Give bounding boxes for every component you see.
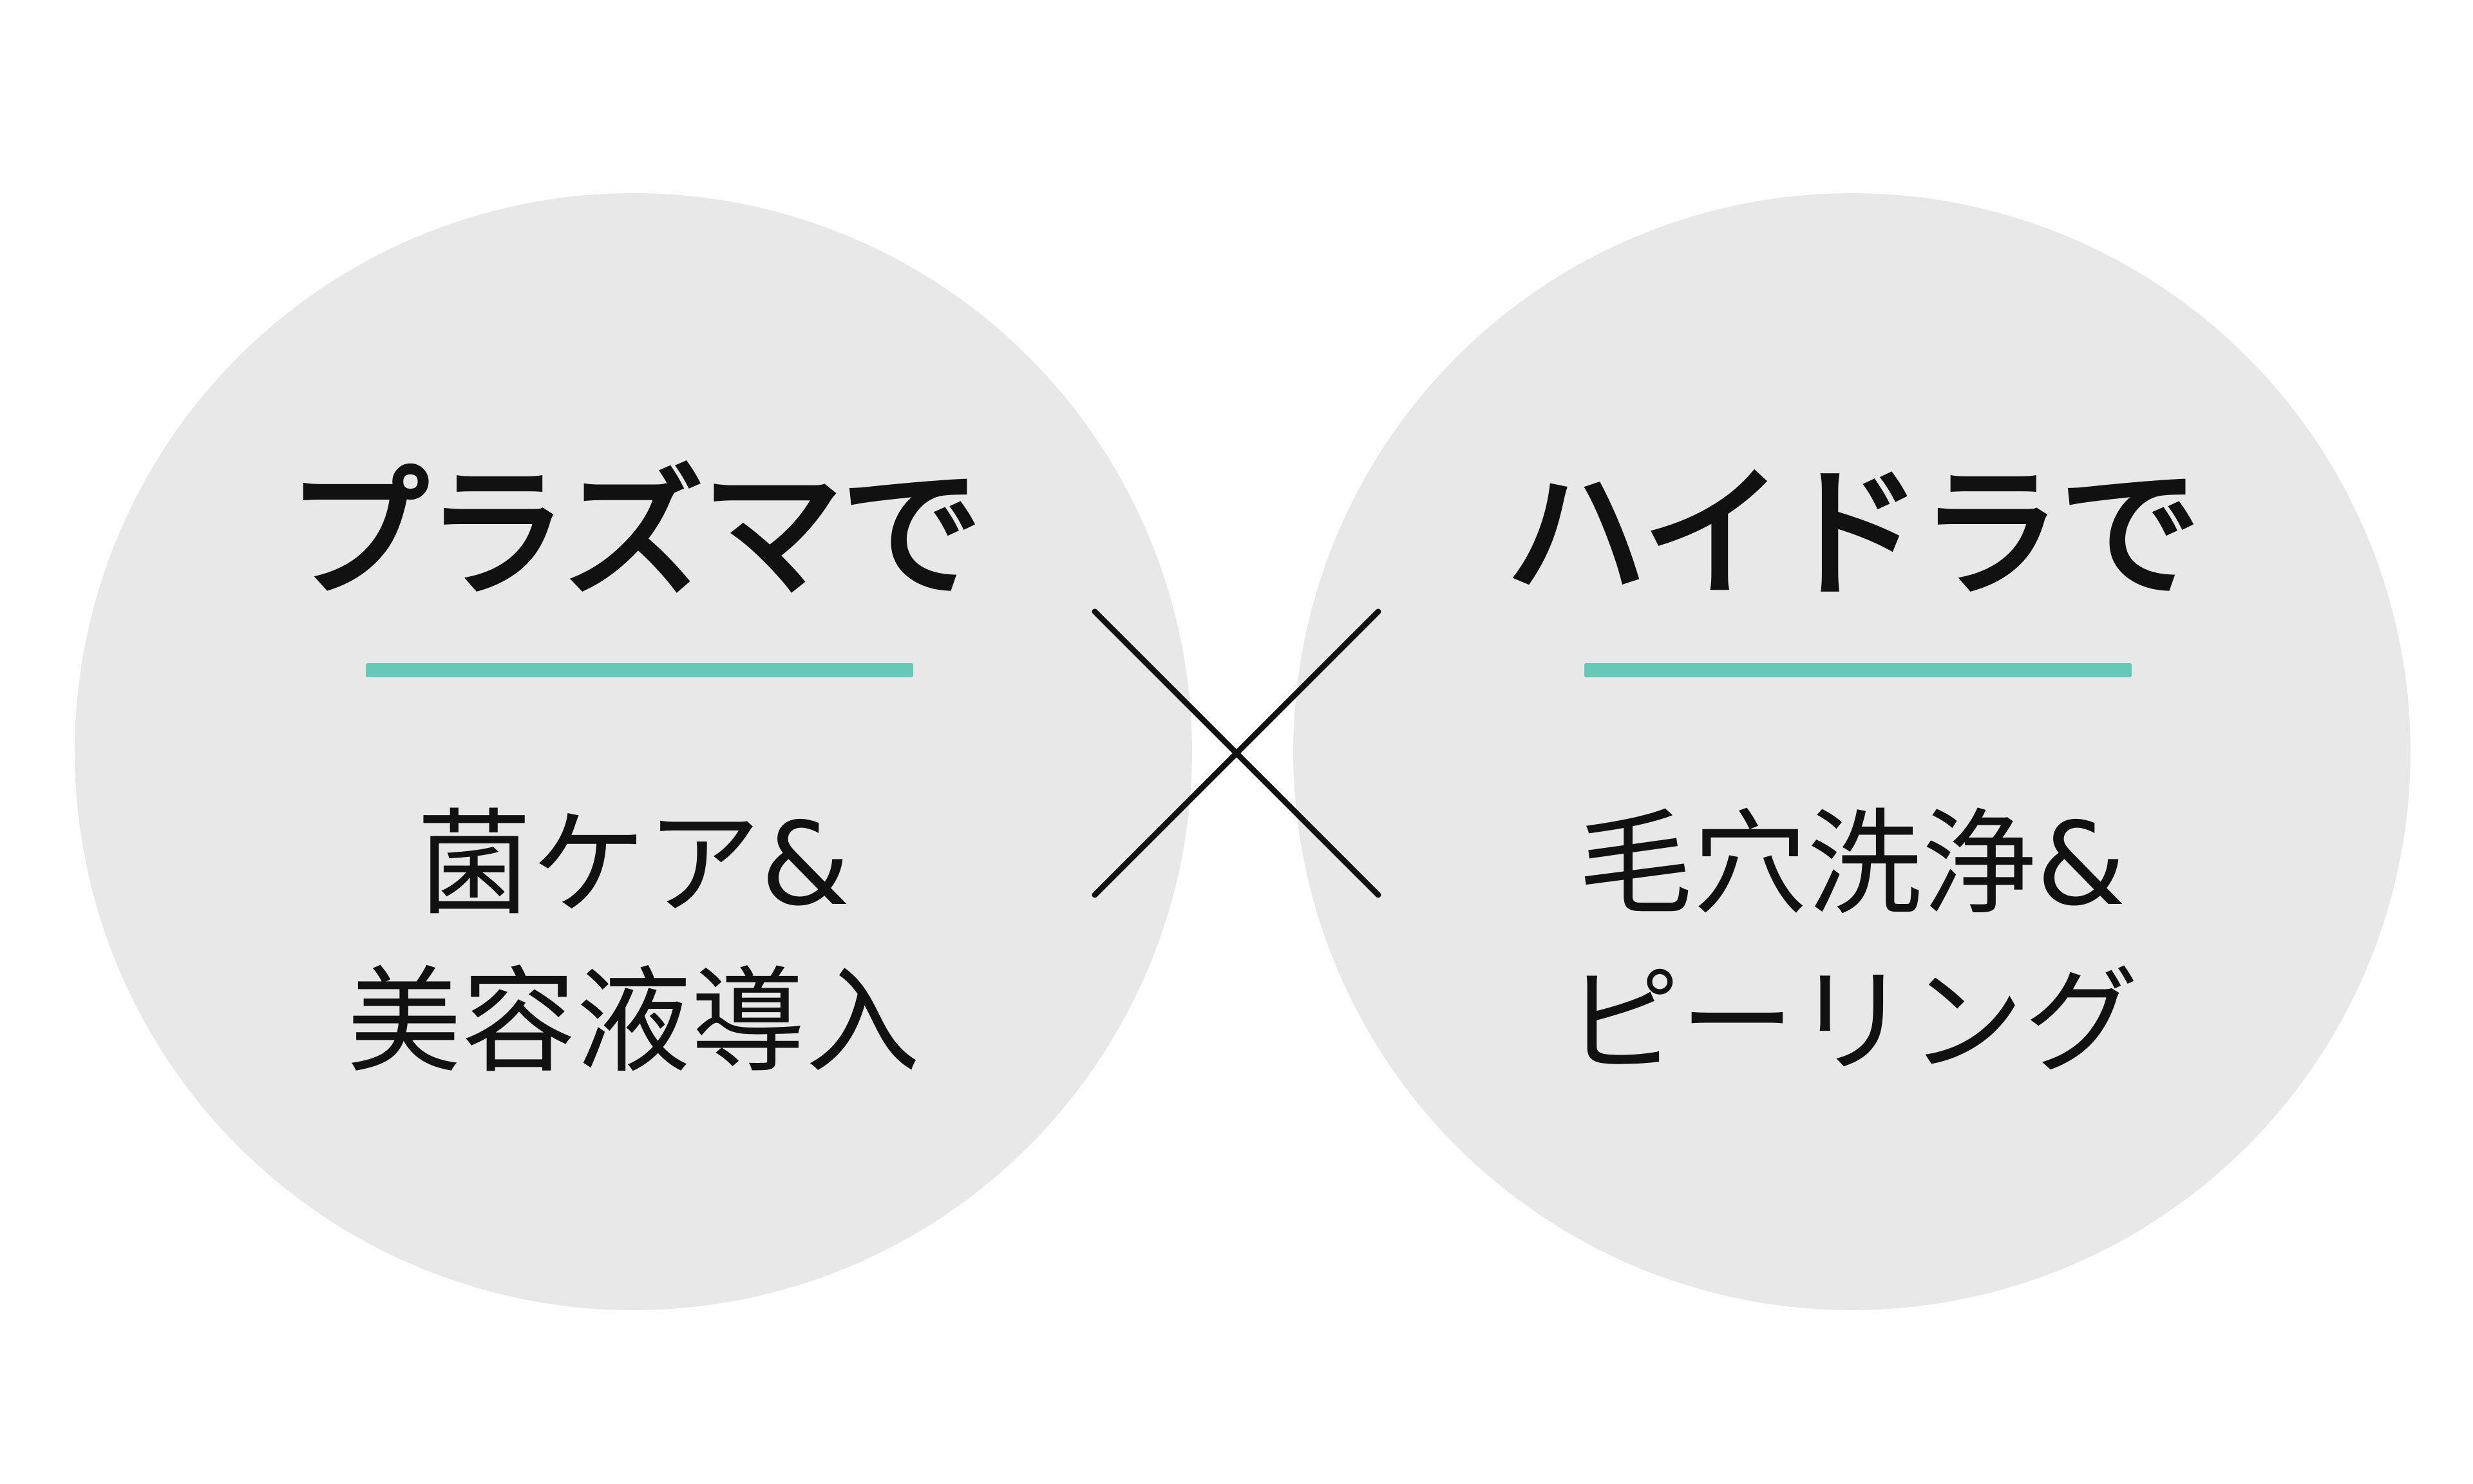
multiply-cross-icon	[1092, 608, 1381, 898]
plasma-line-2: 美容液導入	[346, 955, 920, 1089]
hydra-accent-rule	[1584, 663, 2132, 677]
hydra-line-1: 毛穴洗浄&	[1578, 798, 2126, 931]
hydra-title: ハイドラで	[1505, 452, 2201, 617]
hydra-circle: ハイドラで 毛穴洗浄& ピーリング	[1293, 193, 2411, 1310]
plasma-description: 菌ケア& 美容液導入	[75, 785, 1192, 1101]
plasma-circle: プラズマで 菌ケア& 美容液導入	[75, 193, 1192, 1310]
hydra-description: 毛穴洗浄& ピーリング	[1293, 785, 2411, 1101]
hydra-line-2: ピーリング	[1565, 955, 2139, 1089]
plasma-accent-rule	[366, 663, 913, 677]
plasma-line-1: 菌ケア&	[417, 798, 850, 931]
plasma-title: プラズマで	[287, 452, 983, 617]
